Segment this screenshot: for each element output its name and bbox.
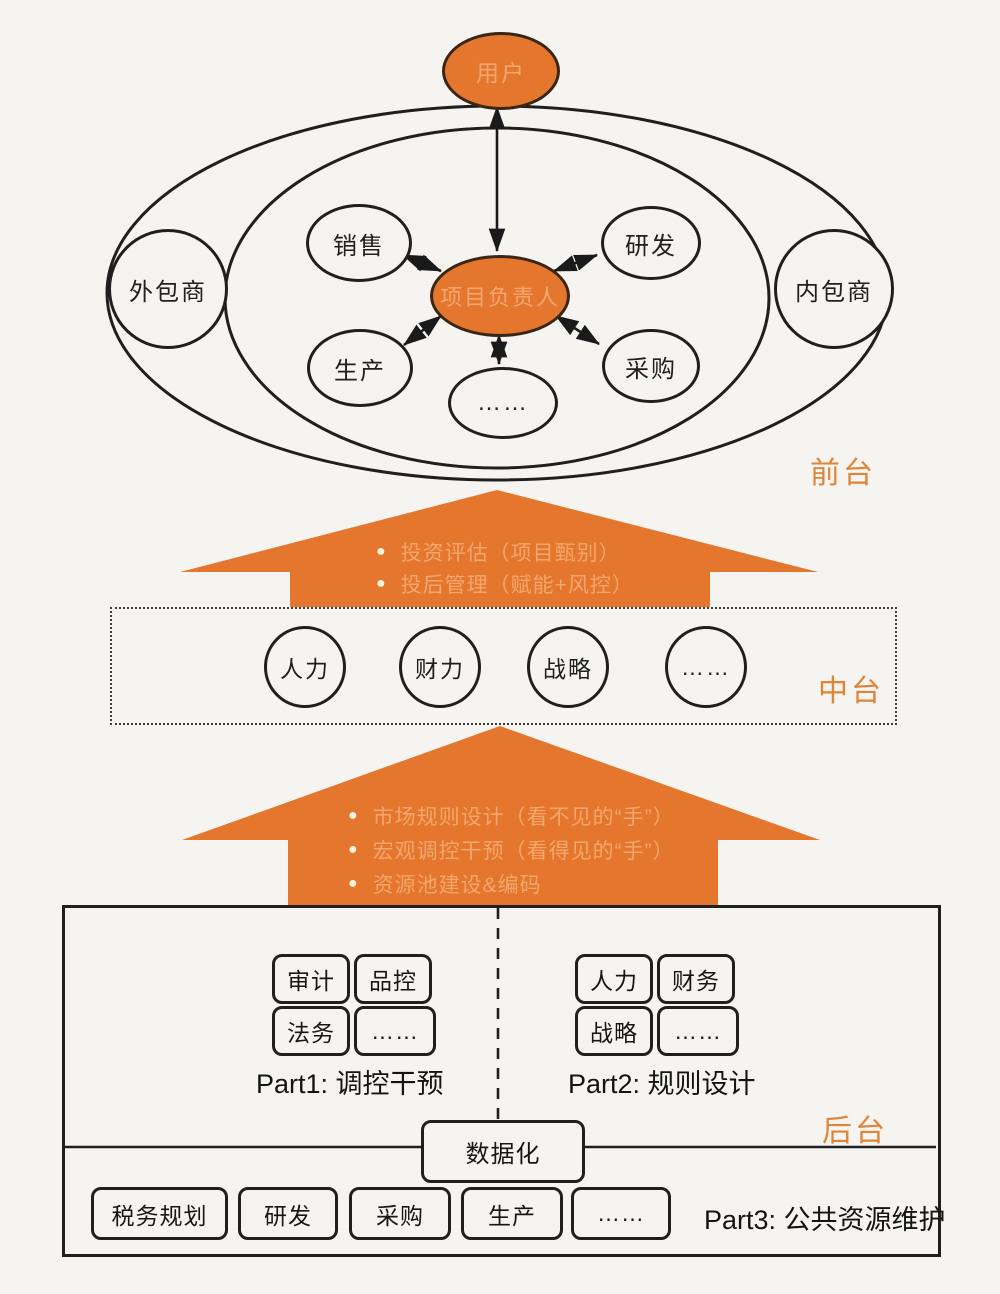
strategy-box: 战略 — [575, 1006, 653, 1056]
bullet-row: ● 投后管理（赋能+风控） — [376, 568, 634, 600]
part3-more-box: …… — [571, 1187, 671, 1240]
audit-box-label: 审计 — [287, 968, 335, 994]
part1-more-box: …… — [354, 1006, 436, 1056]
bullet-text: 宏观调控干预（看得见的“手”） — [372, 840, 675, 863]
finance-node-label: 财力 — [415, 656, 465, 682]
production-node: 生产 — [307, 329, 413, 407]
middle-more-node: …… — [665, 626, 747, 708]
procurement-node-label: 采购 — [625, 355, 677, 383]
middle-stage-panel — [110, 607, 897, 725]
part1-more-label: …… — [371, 1017, 419, 1044]
insourcer-label: 内包商 — [795, 278, 873, 306]
middle-more-label: …… — [681, 653, 731, 680]
arrow-to-middle — [182, 726, 820, 906]
hr-box: 人力 — [575, 954, 653, 1004]
insourcer-node: 内包商 — [774, 229, 894, 349]
bullet-dot-icon: ● — [376, 575, 386, 592]
quality-control-box-label: 品控 — [369, 968, 417, 994]
dataization-label: 数据化 — [465, 1141, 541, 1168]
arrow-to-front-bullets: ● 投资评估（项目甄别） ● 投后管理（赋能+风控） — [376, 536, 634, 600]
finance-box-label: 财务 — [672, 968, 720, 994]
production-node-label: 生产 — [334, 357, 386, 385]
bullet-dot-icon: ● — [348, 875, 358, 892]
bullet-dot-icon: ● — [348, 807, 358, 824]
dataization-box: 数据化 — [421, 1120, 585, 1183]
user-node: 用户 — [442, 32, 560, 110]
outsourcer-node: 外包商 — [108, 229, 228, 349]
quality-control-box: 品控 — [354, 954, 432, 1004]
bullet-text: 资源池建设&编码 — [372, 874, 542, 897]
sales-node-label: 销售 — [333, 232, 385, 260]
hr-node-label: 人力 — [280, 656, 330, 682]
procurement-box: 采购 — [349, 1187, 451, 1240]
back-stage-panel — [62, 905, 941, 1257]
front-stage-label: 前台 — [810, 457, 876, 490]
bullet-row: ● 资源池建设&编码 — [348, 867, 675, 901]
procurement-box-label: 采购 — [376, 1202, 424, 1229]
rd-node-label: 研发 — [625, 232, 677, 260]
strategy-node-label: 战略 — [543, 656, 593, 682]
procurement-center-arrow — [555, 314, 600, 346]
part2-more-box: …… — [657, 1006, 739, 1056]
tax-planning-box: 税务规划 — [91, 1187, 228, 1240]
sales-node: 销售 — [306, 204, 412, 282]
middle-stage-label: 中台 — [818, 675, 884, 708]
rd-center-arrow — [553, 253, 598, 273]
bullet-text: 投资评估（项目甄别） — [400, 542, 621, 565]
legal-box: 法务 — [272, 1006, 350, 1056]
legal-box-label: 法务 — [287, 1020, 335, 1046]
project-leader-label: 项目负责人 — [439, 285, 560, 310]
front-more-node: …… — [448, 367, 558, 439]
arrow-to-front — [180, 490, 818, 607]
part1-title: Part1: 调控干预 — [256, 1069, 444, 1099]
outsourcer-label: 外包商 — [129, 278, 207, 306]
bullet-row: ● 宏观调控干预（看得见的“手”） — [348, 833, 675, 867]
finance-node: 财力 — [399, 626, 481, 708]
bullet-text: 投后管理（赋能+风控） — [400, 574, 634, 597]
procurement-node: 采购 — [602, 329, 700, 403]
production-box: 生产 — [461, 1187, 563, 1240]
arrow-to-middle-bullets: ● 市场规则设计（看不见的“手”） ● 宏观调控干预（看得见的“手”） ● 资源… — [348, 799, 675, 901]
audit-box: 审计 — [272, 954, 350, 1004]
rd-box: 研发 — [238, 1187, 338, 1240]
rd-node: 研发 — [601, 206, 701, 280]
back-stage-label: 后台 — [822, 1115, 888, 1148]
bullet-row: ● 投资评估（项目甄别） — [376, 536, 634, 568]
strategy-box-label: 战略 — [590, 1020, 638, 1046]
part3-more-label: …… — [597, 1200, 645, 1226]
rd-box-label: 研发 — [264, 1202, 312, 1229]
tax-planning-label: 税务规划 — [111, 1202, 208, 1229]
user-node-label: 用户 — [476, 60, 526, 86]
sales-center-arrow — [402, 253, 442, 273]
finance-box: 财务 — [657, 954, 735, 1004]
part2-title: Part2: 规则设计 — [568, 1069, 756, 1099]
part2-more-label: …… — [674, 1017, 722, 1044]
production-box-label: 生产 — [488, 1202, 536, 1229]
front-more-label: …… — [477, 389, 529, 416]
bullet-text: 市场规则设计（看不见的“手”） — [372, 806, 675, 829]
hr-box-label: 人力 — [590, 968, 638, 994]
bullet-row: ● 市场规则设计（看不见的“手”） — [348, 799, 675, 833]
bullet-dot-icon: ● — [348, 841, 358, 858]
project-leader-node: 项目负责人 — [430, 255, 570, 337]
strategy-node: 战略 — [527, 626, 609, 708]
hr-node: 人力 — [264, 626, 346, 708]
production-center-arrow — [403, 314, 442, 347]
bullet-dot-icon: ● — [376, 543, 386, 560]
part3-title: Part3: 公共资源维护 — [704, 1205, 946, 1235]
